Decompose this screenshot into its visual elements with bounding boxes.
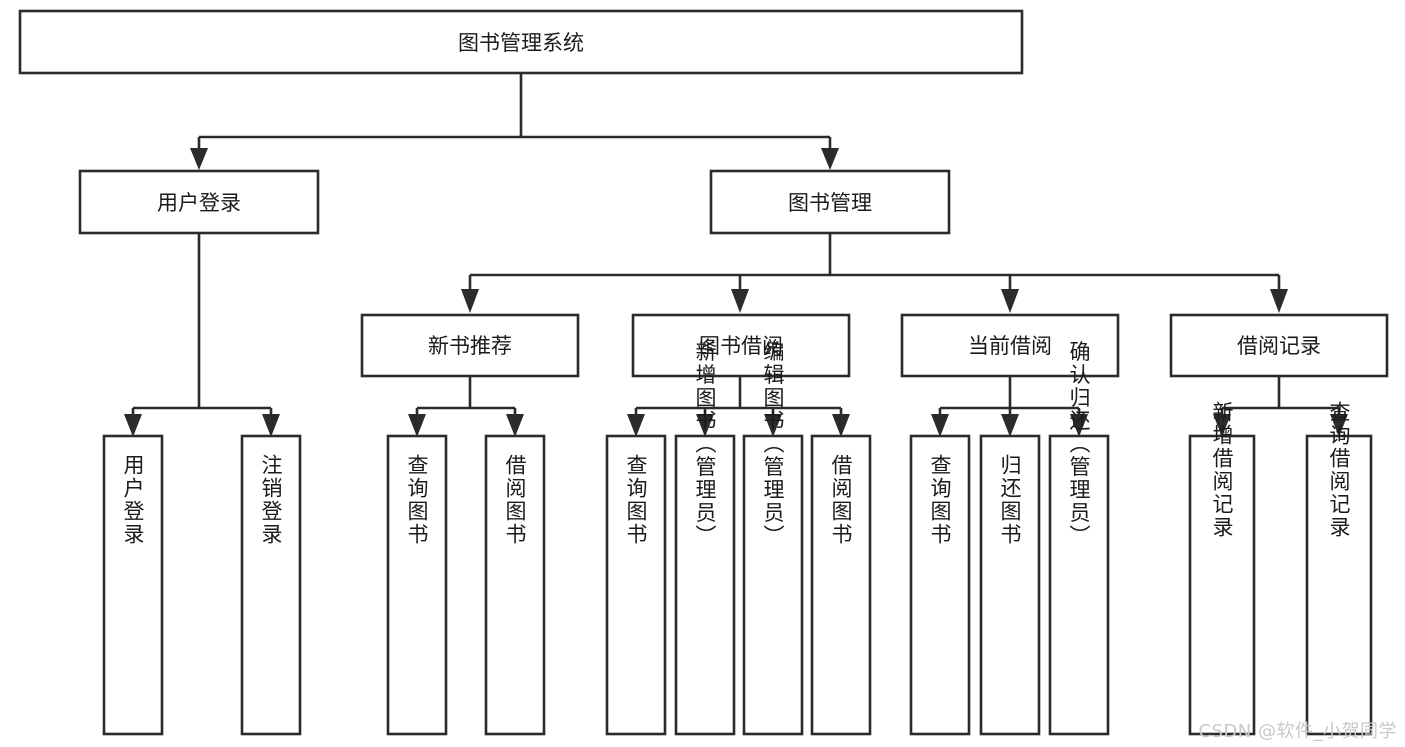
- node-new-book-recommend-label: 新书推荐: [428, 334, 512, 358]
- arrow-head-icon: [190, 148, 208, 170]
- node-leaf-query-record-label: 查询借阅记录: [1327, 401, 1351, 539]
- node-user-login-label: 用户登录: [157, 191, 241, 215]
- node-root[interactable]: 图书管理系统: [18, 9, 1024, 75]
- node-root-box[interactable]: [18, 9, 1024, 75]
- arrow-head-icon: [627, 414, 645, 437]
- node-book-borrow[interactable]: 图书借阅: [631, 313, 851, 378]
- node-book-management-box[interactable]: [709, 169, 951, 235]
- node-leaf-add-record-label: 新增借阅记录: [1210, 401, 1234, 539]
- node-leaf-query-book-1-label: 查询图书: [405, 454, 429, 546]
- node-new-book-recommend[interactable]: 新书推荐: [360, 313, 580, 378]
- node-current-borrow-label: 当前借阅: [968, 334, 1052, 358]
- arrow-head-icon: [731, 289, 749, 313]
- node-leaf-query-book-1-box[interactable]: [386, 434, 448, 736]
- node-leaf-confirm-return-box[interactable]: [1048, 434, 1110, 736]
- node-leaf-add-record[interactable]: 新增借阅记录: [1188, 401, 1256, 736]
- node-leaf-edit-book-box[interactable]: [742, 434, 804, 736]
- node-leaf-user-logout-label: 注销登录: [259, 454, 283, 546]
- connector-root-to-level2: [190, 74, 839, 170]
- node-leaf-add-book-label: 新增图书（管理员）: [693, 341, 717, 548]
- node-book-management[interactable]: 图书管理: [709, 169, 951, 235]
- node-leaf-user-login[interactable]: 用户登录: [102, 434, 164, 736]
- node-leaf-query-book-2-box[interactable]: [605, 434, 667, 736]
- node-user-login[interactable]: 用户登录: [78, 169, 320, 235]
- node-leaf-edit-book-label: 编辑图书（管理员）: [761, 341, 785, 548]
- node-leaf-user-login-box[interactable]: [102, 434, 164, 736]
- node-leaf-confirm-return[interactable]: 确认归还（管理员）: [1048, 341, 1110, 736]
- node-book-management-label: 图书管理: [788, 191, 872, 215]
- node-leaf-add-book-box[interactable]: [674, 434, 736, 736]
- arrow-head-icon: [696, 414, 714, 437]
- connector-new-book-recommend-to-leaves: [408, 376, 524, 437]
- arrow-head-icon: [1001, 414, 1019, 437]
- node-leaf-query-book-3[interactable]: 查询图书: [909, 434, 971, 736]
- node-leaf-borrow-book-2[interactable]: 借阅图书: [810, 434, 872, 736]
- arrow-head-icon: [408, 414, 426, 437]
- node-leaf-borrow-book-2-label: 借阅图书: [829, 454, 853, 546]
- node-leaf-return-book-box[interactable]: [979, 434, 1041, 736]
- csdn-watermark: CSDN @软件_小贺同学: [1198, 721, 1397, 742]
- node-borrow-record[interactable]: 借阅记录: [1169, 313, 1389, 378]
- node-leaf-query-book-2[interactable]: 查询图书: [605, 434, 667, 736]
- node-new-book-recommend-box[interactable]: [360, 313, 580, 378]
- connector-user-login-to-leaves: [124, 233, 280, 437]
- connector-book-management-to-level3: [461, 233, 1288, 313]
- node-leaf-return-book[interactable]: 归还图书: [979, 434, 1041, 736]
- arrow-head-icon: [262, 414, 280, 437]
- node-leaf-confirm-return-label: 确认归还（管理员）: [1067, 341, 1091, 548]
- arrow-head-icon: [506, 414, 524, 437]
- arrow-head-icon: [1001, 289, 1019, 313]
- node-book-borrow-label: 图书借阅: [699, 334, 783, 358]
- node-current-borrow-box[interactable]: [900, 313, 1120, 378]
- node-leaf-query-record[interactable]: 查询借阅记录: [1305, 401, 1373, 736]
- node-borrow-record-box[interactable]: [1169, 313, 1389, 378]
- arrow-head-icon: [124, 414, 142, 437]
- arrow-head-icon: [931, 414, 949, 437]
- arrow-head-icon: [461, 289, 479, 313]
- node-leaf-borrow-book-2-box[interactable]: [810, 434, 872, 736]
- node-leaf-return-book-label: 归还图书: [998, 454, 1022, 546]
- node-leaf-edit-book[interactable]: 编辑图书（管理员）: [742, 341, 804, 736]
- arrow-head-icon: [832, 414, 850, 437]
- arrow-head-icon: [1070, 414, 1088, 437]
- node-leaf-add-record-box[interactable]: [1188, 434, 1256, 736]
- node-user-login-box[interactable]: [78, 169, 320, 235]
- arrow-head-icon: [1270, 289, 1288, 313]
- arrow-head-icon: [764, 414, 782, 437]
- node-book-borrow-box[interactable]: [631, 313, 851, 378]
- node-leaf-query-book-3-label: 查询图书: [928, 454, 952, 546]
- node-leaf-borrow-book-1-label: 借阅图书: [503, 454, 527, 546]
- node-leaf-user-login-label: 用户登录: [121, 454, 145, 546]
- node-leaf-add-book[interactable]: 新增图书（管理员）: [674, 341, 736, 736]
- connector-current-borrow-to-leaves: [931, 376, 1088, 437]
- node-borrow-record-label: 借阅记录: [1237, 334, 1321, 358]
- connector-borrow-record-to-leaves: [1213, 376, 1348, 437]
- arrow-head-icon: [821, 148, 839, 170]
- node-leaf-query-book-3-box[interactable]: [909, 434, 971, 736]
- node-leaf-user-logout[interactable]: 注销登录: [240, 434, 302, 736]
- node-leaf-borrow-book-1-box[interactable]: [484, 434, 546, 736]
- arrow-head-icon: [1213, 414, 1231, 437]
- node-root-label: 图书管理系统: [458, 31, 584, 55]
- arrow-head-icon: [1330, 414, 1348, 437]
- connector-book-borrow-to-leaves: [627, 376, 850, 437]
- node-leaf-query-record-box[interactable]: [1305, 434, 1373, 736]
- node-current-borrow[interactable]: 当前借阅: [900, 313, 1120, 378]
- node-leaf-query-book-1[interactable]: 查询图书: [386, 434, 448, 736]
- node-leaf-user-logout-box[interactable]: [240, 434, 302, 736]
- node-leaf-borrow-book-1[interactable]: 借阅图书: [484, 434, 546, 736]
- node-leaf-query-book-2-label: 查询图书: [624, 454, 648, 546]
